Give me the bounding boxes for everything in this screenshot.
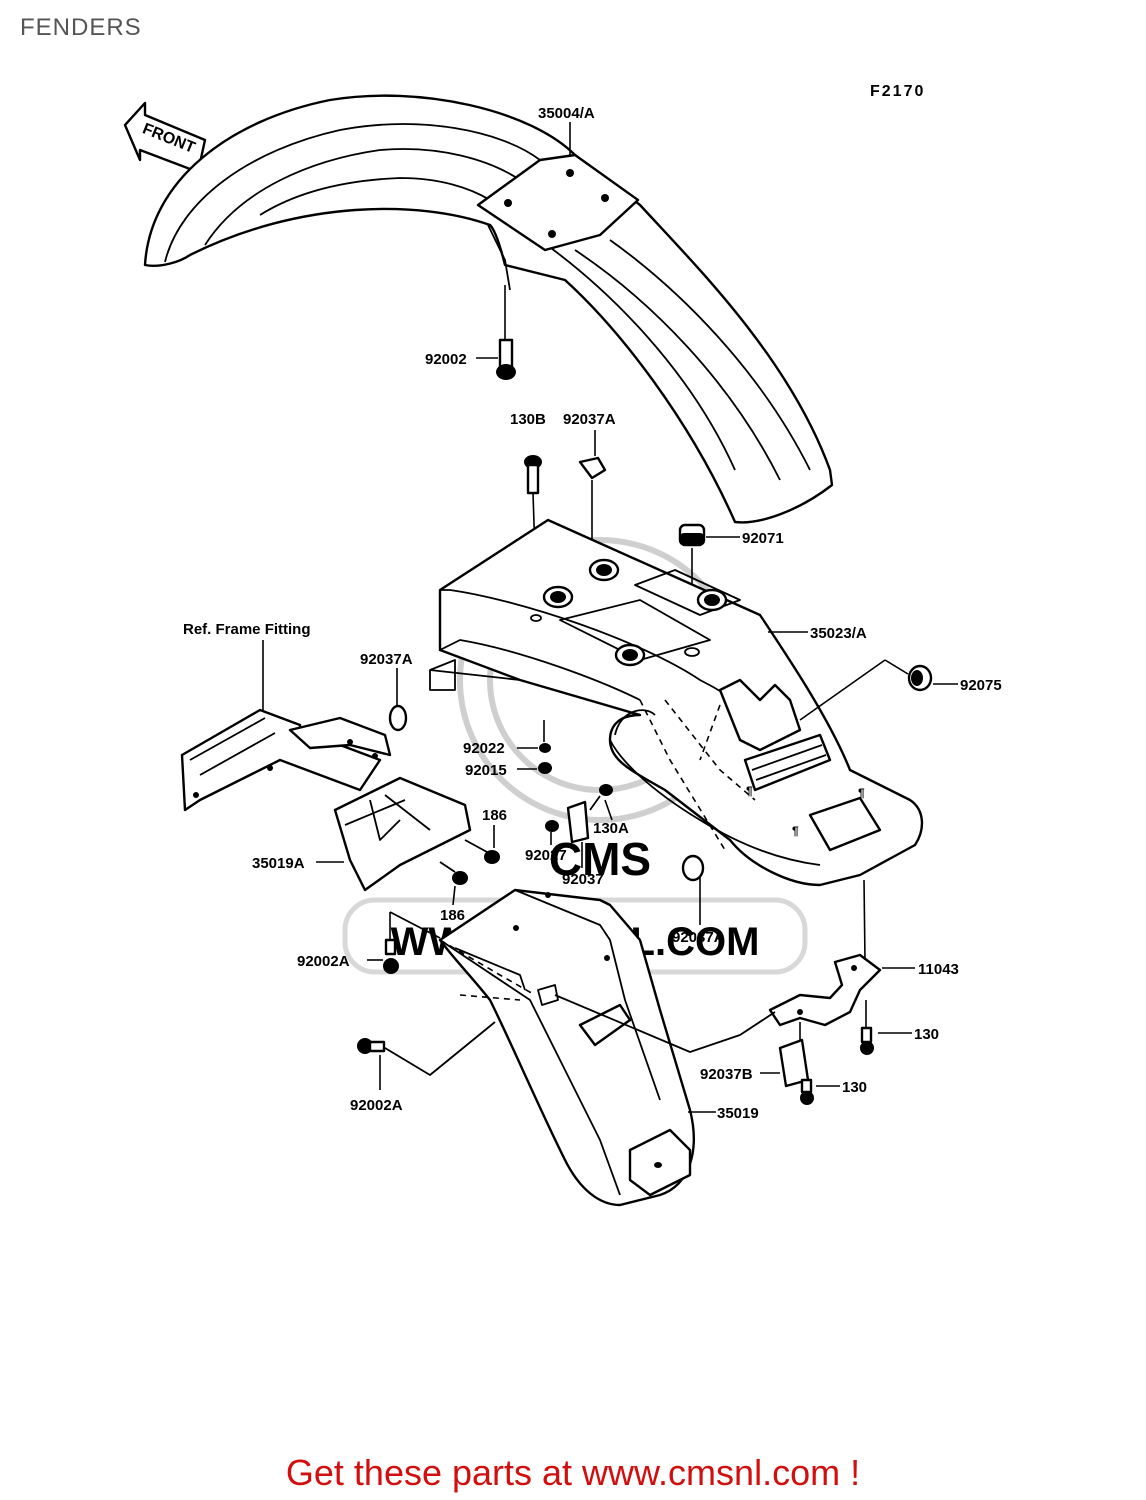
label-130A: 130A xyxy=(593,820,629,837)
mud-flap-35019A xyxy=(333,776,472,892)
bolt-92002A-bottom xyxy=(357,1021,496,1090)
clip-92037A-left xyxy=(388,668,408,732)
label-92037A-left: 92037A xyxy=(360,651,413,668)
clip-92037A-bottom xyxy=(681,854,705,882)
bolt-186-bottom xyxy=(439,861,468,906)
label-130B: 130B xyxy=(510,411,546,428)
label-35004A: 35004/A xyxy=(538,105,595,122)
clip-92037B xyxy=(778,1022,810,1088)
mark-b: ¶ xyxy=(792,824,799,838)
nut-92015 xyxy=(538,762,552,774)
page-title: FENDERS xyxy=(20,14,142,41)
figure-code: F2170 xyxy=(870,83,925,100)
washer-92027 xyxy=(545,820,559,845)
bolt-92002 xyxy=(496,285,516,380)
bolt-130-bottom xyxy=(800,1078,814,1105)
footer-link-text[interactable]: Get these parts at www.cmsnl.com ! xyxy=(285,1452,861,1493)
label-35019: 35019 xyxy=(717,1105,759,1122)
label-92022: 92022 xyxy=(463,740,505,757)
label-92002A-bottom: 92002A xyxy=(350,1097,403,1114)
label-35023A: 35023/A xyxy=(810,625,867,642)
label-11043: 11043 xyxy=(918,961,959,978)
bracket-11043 xyxy=(554,879,882,1053)
label-130-bottom: 130 xyxy=(842,1079,867,1096)
front-fender-35004A xyxy=(143,94,834,524)
label-92037A-bottom: 92037A xyxy=(672,929,725,946)
grommet-92075 xyxy=(799,659,933,721)
bolt-92002A-top xyxy=(383,911,441,974)
label-92037A-top: 92037A xyxy=(563,411,616,428)
bolt-130A xyxy=(589,784,613,821)
mark-a: ¶ xyxy=(746,784,753,798)
bolt-186-top xyxy=(464,825,500,864)
label-130-top: 130 xyxy=(914,1026,939,1043)
label-92071: 92071 xyxy=(742,530,784,547)
mark-c: ¶ xyxy=(858,786,865,800)
label-186-top: 186 xyxy=(482,807,507,824)
frame-fitting-bracket xyxy=(180,708,392,812)
clip-92037 xyxy=(566,800,590,868)
label-92037: 92037 xyxy=(562,871,604,888)
washer-92022 xyxy=(539,720,551,753)
label-92037B: 92037B xyxy=(700,1066,753,1083)
label-92002A-top: 92002A xyxy=(297,953,350,970)
label-92075: 92075 xyxy=(960,677,1002,694)
front-arrow-icon: FRONT xyxy=(123,101,207,174)
label-92027: 92027 xyxy=(525,847,567,864)
bolt-130-top xyxy=(860,1000,874,1055)
rear-fender-35019 xyxy=(438,888,695,1207)
watermark-logo: CMS xyxy=(549,833,651,885)
label-92002: 92002 xyxy=(425,351,467,368)
label-186-bottom: 186 xyxy=(440,907,465,924)
label-92015: 92015 xyxy=(465,762,507,779)
label-35019A: 35019A xyxy=(252,855,305,872)
rear-fender-35023A xyxy=(429,518,924,887)
label-ref-frame-fitting: Ref. Frame Fitting xyxy=(183,621,311,638)
